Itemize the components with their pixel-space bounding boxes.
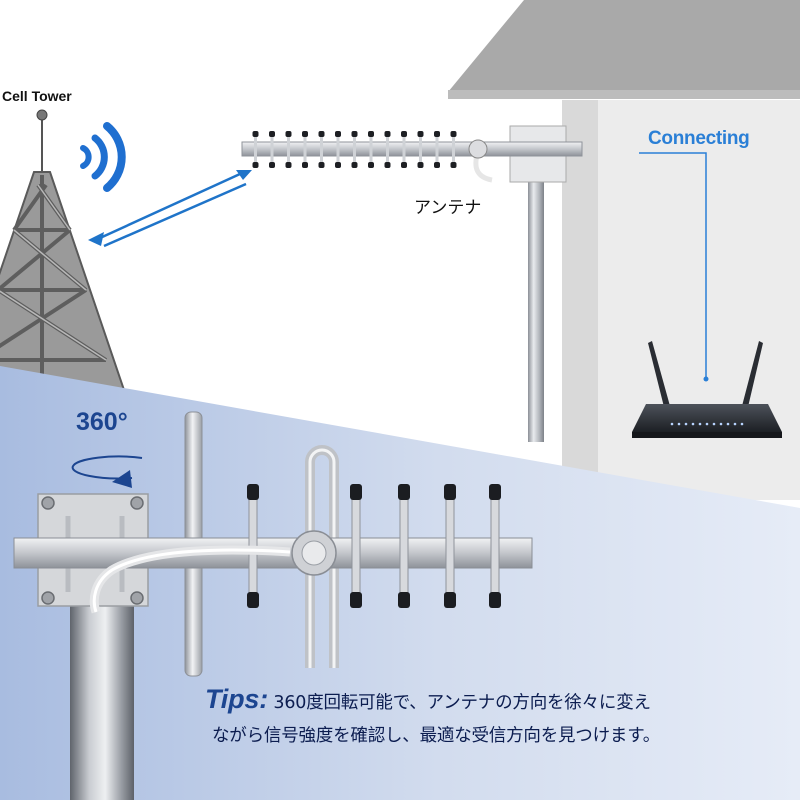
led bbox=[719, 422, 723, 426]
element-cap bbox=[401, 131, 407, 137]
wifi-signal-icon bbox=[80, 122, 126, 192]
tips-separator: : bbox=[259, 684, 269, 714]
element-cap bbox=[351, 131, 358, 137]
element-cap bbox=[368, 131, 374, 137]
building-wall-shade bbox=[562, 100, 598, 500]
double-arrow-icon bbox=[88, 170, 252, 248]
led bbox=[705, 422, 709, 426]
building-wall bbox=[562, 100, 800, 500]
element-cap bbox=[434, 162, 440, 168]
element-cap bbox=[335, 131, 341, 137]
led bbox=[691, 422, 695, 426]
element-cap bbox=[351, 162, 358, 168]
rotation-label: 360° bbox=[76, 408, 128, 436]
antenna-label: アンテナ bbox=[414, 198, 482, 218]
element-cap bbox=[417, 162, 424, 168]
led bbox=[677, 422, 681, 426]
cell-tower-icon bbox=[0, 109, 126, 391]
element-cap bbox=[384, 131, 391, 137]
element-cap bbox=[269, 162, 275, 168]
rotate-arrow-icon bbox=[71, 455, 143, 488]
director-cap bbox=[489, 484, 501, 500]
led bbox=[733, 422, 737, 426]
led bbox=[712, 422, 716, 426]
element-cap bbox=[318, 162, 325, 168]
building-roof bbox=[448, 0, 800, 92]
element-cap bbox=[434, 131, 440, 137]
connection-line bbox=[639, 152, 707, 378]
element-cap bbox=[302, 131, 308, 137]
router-leds bbox=[670, 422, 744, 426]
element-cap bbox=[269, 131, 275, 137]
element-cap bbox=[368, 162, 374, 168]
director-cap bbox=[398, 484, 410, 500]
tips-line-1: 360度回転可能で、アンテナの方向を徐々に変え bbox=[273, 693, 651, 713]
element-cap bbox=[252, 162, 259, 168]
element-cap bbox=[318, 131, 325, 137]
director-cap bbox=[247, 484, 259, 500]
element-cap bbox=[335, 162, 341, 168]
director-cap bbox=[444, 592, 456, 608]
led bbox=[684, 422, 688, 426]
director-cap bbox=[350, 592, 362, 608]
led bbox=[670, 422, 674, 426]
element-cap bbox=[252, 131, 259, 137]
tips-line-2: ながら信号強度を確認し、最適な受信方向を見つけます。 bbox=[212, 726, 661, 746]
director-cap bbox=[444, 484, 456, 500]
building-roof-edge bbox=[448, 90, 800, 99]
led bbox=[698, 422, 702, 426]
connecting-label: Connecting bbox=[648, 128, 750, 149]
led bbox=[740, 422, 744, 426]
yagi-antenna-icon bbox=[241, 125, 583, 442]
element-cap bbox=[384, 162, 391, 168]
element-cap bbox=[417, 131, 424, 137]
router-icon bbox=[632, 341, 782, 438]
element-cap bbox=[285, 131, 292, 137]
director-cap bbox=[247, 592, 259, 608]
element-cap bbox=[401, 162, 407, 168]
tips-keyword: Tips bbox=[205, 684, 260, 714]
element-cap bbox=[302, 162, 308, 168]
led bbox=[726, 422, 730, 426]
director-cap bbox=[489, 592, 501, 608]
element-cap bbox=[285, 162, 292, 168]
director-cap bbox=[350, 484, 362, 500]
element-cap bbox=[450, 131, 457, 137]
element-cap bbox=[450, 162, 457, 168]
director-cap bbox=[398, 592, 410, 608]
antenna-elements bbox=[252, 131, 457, 168]
cell-tower-label: Cell Tower bbox=[2, 88, 72, 104]
tips-text: Tips: 360度回転可能で、アンテナの方向を徐々に変え ながら信号強度を確認… bbox=[205, 683, 795, 753]
large-antenna-detail bbox=[13, 411, 533, 800]
